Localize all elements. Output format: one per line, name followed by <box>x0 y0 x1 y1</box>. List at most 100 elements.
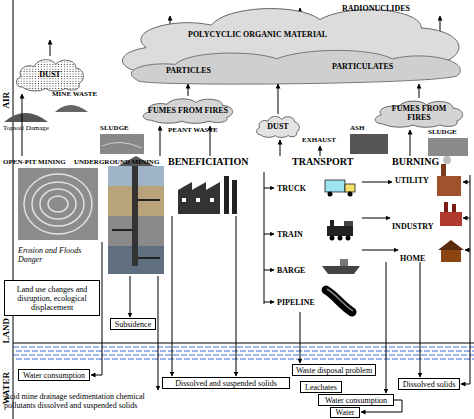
zone-label: LAND <box>1 318 11 344</box>
chimney <box>232 180 237 214</box>
cloud-outline <box>110 0 472 84</box>
impact-text: Dissolved and suspended solids <box>175 379 277 388</box>
text-holder: DUST <box>255 114 301 138</box>
impact-text: Water consumption <box>23 371 85 380</box>
locomotive-stack <box>330 220 334 226</box>
impact-box: Leachates <box>300 381 342 393</box>
emission-text: PARTICLES <box>166 66 211 75</box>
stage-label: BENEFICIATION <box>168 156 248 167</box>
sludge-photo <box>100 134 144 154</box>
water-line <box>16 350 474 351</box>
truck-cab <box>345 184 355 192</box>
land-arrow <box>386 262 387 393</box>
barge-hull <box>322 266 360 274</box>
land-water-line <box>13 343 474 344</box>
house-roof <box>438 240 464 250</box>
land-arrow <box>236 216 237 376</box>
impact-text: Leachates <box>305 383 337 392</box>
source-label: SLUDGE <box>428 128 457 136</box>
truck-body <box>325 180 345 192</box>
window <box>182 198 186 202</box>
water-line <box>13 354 474 355</box>
house-body <box>441 250 461 262</box>
open-pit-photo <box>18 168 98 240</box>
wheel <box>328 192 333 197</box>
emission-text: FUMES FROM FIRES <box>148 106 228 115</box>
text-holder: Subsidence <box>111 319 155 329</box>
flow-arrows <box>22 8 470 412</box>
text-holder: Water consumption <box>19 370 89 380</box>
text-holder: Dissolved and suspended solids <box>163 378 289 388</box>
fumes-cloud: FUMES FROM FIRES <box>140 96 236 124</box>
transport-label: PIPELINE <box>277 298 315 307</box>
chimney <box>224 176 229 214</box>
text-holder: Dissolved solids <box>399 379 459 389</box>
dust-cloud: DUST <box>14 56 86 92</box>
impact-note: Acid mine drainage sedimentation chemica… <box>4 392 160 410</box>
chimney <box>441 164 446 176</box>
impact-box: Waste disposal problem <box>292 364 376 376</box>
zone-label: AIR <box>1 92 11 109</box>
emission-text: PARTICULATES <box>332 62 393 71</box>
transport-line <box>264 172 265 304</box>
text-holder: DUST <box>14 56 86 92</box>
stage-label: UNDERGROUND MINING <box>74 158 159 166</box>
topsoil-pile <box>4 113 48 122</box>
frame-line <box>13 0 14 419</box>
barge-cabin <box>340 259 348 266</box>
terrace <box>32 182 84 226</box>
ash-photo <box>350 134 388 154</box>
emission-arrow <box>188 84 189 96</box>
transport-label: BARGE <box>277 266 305 275</box>
water-line <box>13 346 474 347</box>
transport-label: TRUCK <box>277 184 306 193</box>
impact-text: Subsidence <box>115 320 151 329</box>
pit-terraces <box>24 174 92 234</box>
source-label: MINE WASTE <box>52 90 97 98</box>
impact-text: Land use changes and disruption, ecologi… <box>7 285 97 312</box>
dust-cloud: DUST <box>255 114 301 138</box>
impact-text: Waste disposal problem <box>296 366 372 375</box>
sludge-photo <box>428 138 468 156</box>
transport-label: TRAIN <box>277 230 303 239</box>
impact-text: Water <box>336 408 355 417</box>
emission-text: DUST <box>39 70 60 79</box>
text-holder: Water <box>331 408 359 417</box>
stage-label: TRANSPORT <box>292 156 353 167</box>
land-arrow <box>172 216 173 376</box>
air-arrow <box>160 126 161 156</box>
smoke <box>443 156 451 164</box>
plant-building <box>178 182 220 214</box>
fuel-arrow <box>362 250 398 251</box>
emission-text: RADIONUCLIDES <box>342 4 410 13</box>
cloud-shape <box>375 101 462 127</box>
transport-arrow <box>264 270 274 271</box>
transport-arrow <box>264 188 274 189</box>
impact-text: Dissolved solids <box>403 380 456 389</box>
consumer-label: INDUSTRY <box>392 222 434 231</box>
wheel <box>348 192 353 197</box>
transport-arrow <box>264 302 274 303</box>
land-arrow <box>420 262 421 377</box>
locomotive-cab <box>344 221 353 226</box>
impact-box: Dissolved solids <box>398 378 460 390</box>
source-label: ASH <box>350 124 364 132</box>
stage-label: OPEN-PIT MINING <box>3 158 66 166</box>
cloud-shape <box>16 60 83 91</box>
mine-shaft <box>132 166 138 266</box>
air-arrow <box>50 40 51 56</box>
window <box>210 198 214 202</box>
emission-cloud: POLYCYCLIC ORGANIC MATERIALRADIONUCLIDES… <box>110 0 472 84</box>
emission-arrow <box>278 84 279 114</box>
text-holder: Waste disposal problem <box>293 365 375 375</box>
pipeline-symbol <box>326 290 352 312</box>
water-band <box>13 347 474 359</box>
source-label: PEANT WASTE <box>168 126 218 134</box>
emission-text: DUST <box>267 122 288 131</box>
industry-plant <box>440 212 462 226</box>
impact-box: Water consumption <box>318 394 394 406</box>
emission-text: FUMES FROM FIRES <box>388 104 450 122</box>
